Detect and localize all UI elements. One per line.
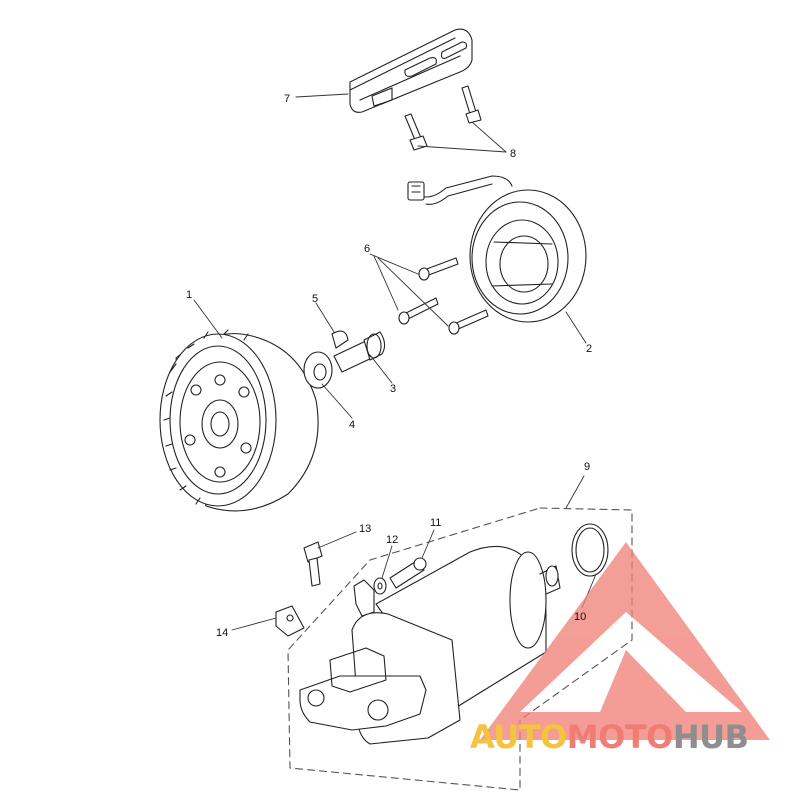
callout-10: 10 bbox=[574, 611, 586, 623]
part-2-stator bbox=[407, 175, 587, 323]
callout-7: 7 bbox=[284, 93, 290, 105]
part-5-key bbox=[331, 330, 349, 349]
callouts: 1 2 3 4 5 6 7 8 9 10 11 12 13 14 bbox=[186, 93, 592, 639]
part-14-bracket bbox=[275, 605, 305, 637]
callout-6: 6 bbox=[364, 243, 370, 255]
leader-lines bbox=[193, 93, 597, 631]
watermark-auto: AUTO bbox=[470, 718, 567, 756]
watermark-moto: MOTO bbox=[567, 718, 673, 756]
callout-3: 3 bbox=[390, 383, 396, 395]
watermark-hub: HUB bbox=[673, 718, 749, 756]
part-8-bolts bbox=[404, 85, 482, 151]
callout-2: 2 bbox=[586, 343, 592, 355]
part-3-bolt bbox=[333, 331, 386, 373]
callout-14: 14 bbox=[216, 627, 228, 639]
part-7-cover bbox=[349, 28, 473, 113]
part-10-oring bbox=[571, 523, 609, 577]
part-9-starter-motor bbox=[299, 545, 561, 745]
callout-9: 9 bbox=[584, 461, 590, 473]
part-4-washer bbox=[303, 351, 333, 389]
part-6-bolts bbox=[398, 257, 489, 335]
callout-12: 12 bbox=[386, 534, 398, 546]
part-11-bolt bbox=[389, 557, 427, 589]
callout-11: 11 bbox=[430, 517, 441, 529]
callout-8: 8 bbox=[510, 148, 516, 160]
part-1-rotor bbox=[159, 329, 319, 512]
part-10-oring-inner bbox=[575, 527, 605, 573]
callout-4: 4 bbox=[349, 419, 355, 431]
callout-5: 5 bbox=[312, 293, 318, 305]
part-13-bolt bbox=[303, 541, 323, 587]
watermark-logo bbox=[480, 542, 770, 740]
watermark-text: AUTOMOTOHUB bbox=[470, 718, 749, 756]
terminal-bracket bbox=[353, 579, 375, 617]
callout-13: 13 bbox=[359, 523, 371, 535]
callout-1: 1 bbox=[186, 289, 192, 301]
part-12-washer bbox=[373, 577, 387, 595]
